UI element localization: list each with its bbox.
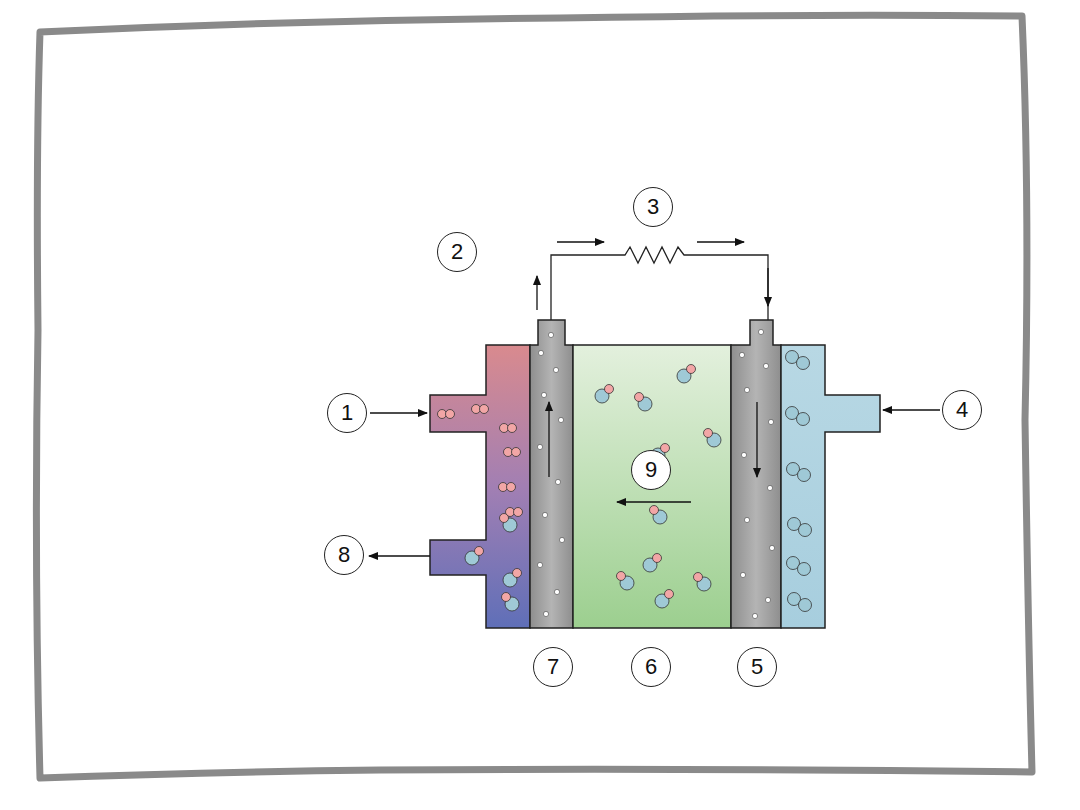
particle: [513, 569, 522, 578]
callout-text: 3: [647, 196, 659, 218]
particle: [502, 593, 511, 602]
electron: [542, 512, 547, 517]
electron: [741, 452, 746, 457]
particle: [480, 405, 489, 414]
electron: [739, 352, 744, 357]
callout-text: 1: [341, 402, 353, 424]
callout-number: 7: [533, 647, 573, 687]
callout-text: 8: [338, 544, 350, 566]
electron: [543, 611, 548, 616]
electron: [763, 363, 768, 368]
particle: [661, 444, 670, 453]
electron: [744, 517, 749, 522]
callout-text: 4: [956, 399, 968, 421]
callout-number: 3: [633, 187, 673, 227]
particle: [446, 410, 455, 419]
particle: [704, 429, 713, 438]
electron: [765, 597, 770, 602]
electron: [548, 332, 553, 337]
particle: [797, 413, 810, 426]
electron: [554, 589, 559, 594]
particle: [500, 514, 509, 523]
particle: [687, 365, 696, 374]
callout-text: 5: [751, 656, 763, 678]
particle: [798, 469, 811, 482]
particle: [635, 393, 644, 402]
particle: [694, 573, 703, 582]
electron: [558, 417, 563, 422]
particle: [797, 357, 810, 370]
particles: [438, 329, 812, 618]
particle: [653, 554, 662, 563]
callout-number: 6: [631, 647, 671, 687]
electron: [744, 387, 749, 392]
particle: [507, 483, 516, 492]
electron: [559, 537, 564, 542]
particle: [798, 563, 811, 576]
electron: [758, 329, 763, 334]
callout-number: 5: [737, 647, 777, 687]
particle: [650, 506, 659, 515]
callout-text: 6: [645, 656, 657, 678]
particle: [512, 448, 521, 457]
electrolyte: [573, 345, 731, 628]
electron: [752, 613, 757, 618]
callout-text: 2: [451, 241, 463, 263]
particle: [799, 599, 812, 612]
callout-text: 7: [547, 656, 559, 678]
current-arrows: [369, 242, 940, 556]
callout-number: 9: [631, 450, 671, 490]
fuel-chamber: [430, 345, 530, 628]
particle: [514, 508, 523, 517]
electron: [767, 485, 772, 490]
particle: [508, 424, 517, 433]
frame: [36, 15, 1032, 778]
particle: [617, 572, 626, 581]
electron: [555, 479, 560, 484]
callout-number: 8: [324, 535, 364, 575]
electron: [537, 562, 542, 567]
anode: [530, 320, 573, 628]
oxidant-chamber: [781, 345, 880, 628]
electron: [553, 367, 558, 372]
electron: [538, 350, 543, 355]
particle: [475, 547, 484, 556]
callout-number: 4: [942, 390, 982, 430]
particle: [665, 590, 674, 599]
cathode: [731, 320, 781, 628]
callout-number: 2: [437, 232, 477, 272]
circuit-wire: [551, 247, 768, 320]
callout-number: 1: [327, 393, 367, 433]
electron: [768, 419, 773, 424]
electron: [769, 545, 774, 550]
electron: [541, 392, 546, 397]
callout-text: 9: [645, 459, 657, 481]
electron: [537, 444, 542, 449]
electron: [740, 572, 745, 577]
particle: [605, 385, 614, 394]
particle: [799, 524, 812, 537]
